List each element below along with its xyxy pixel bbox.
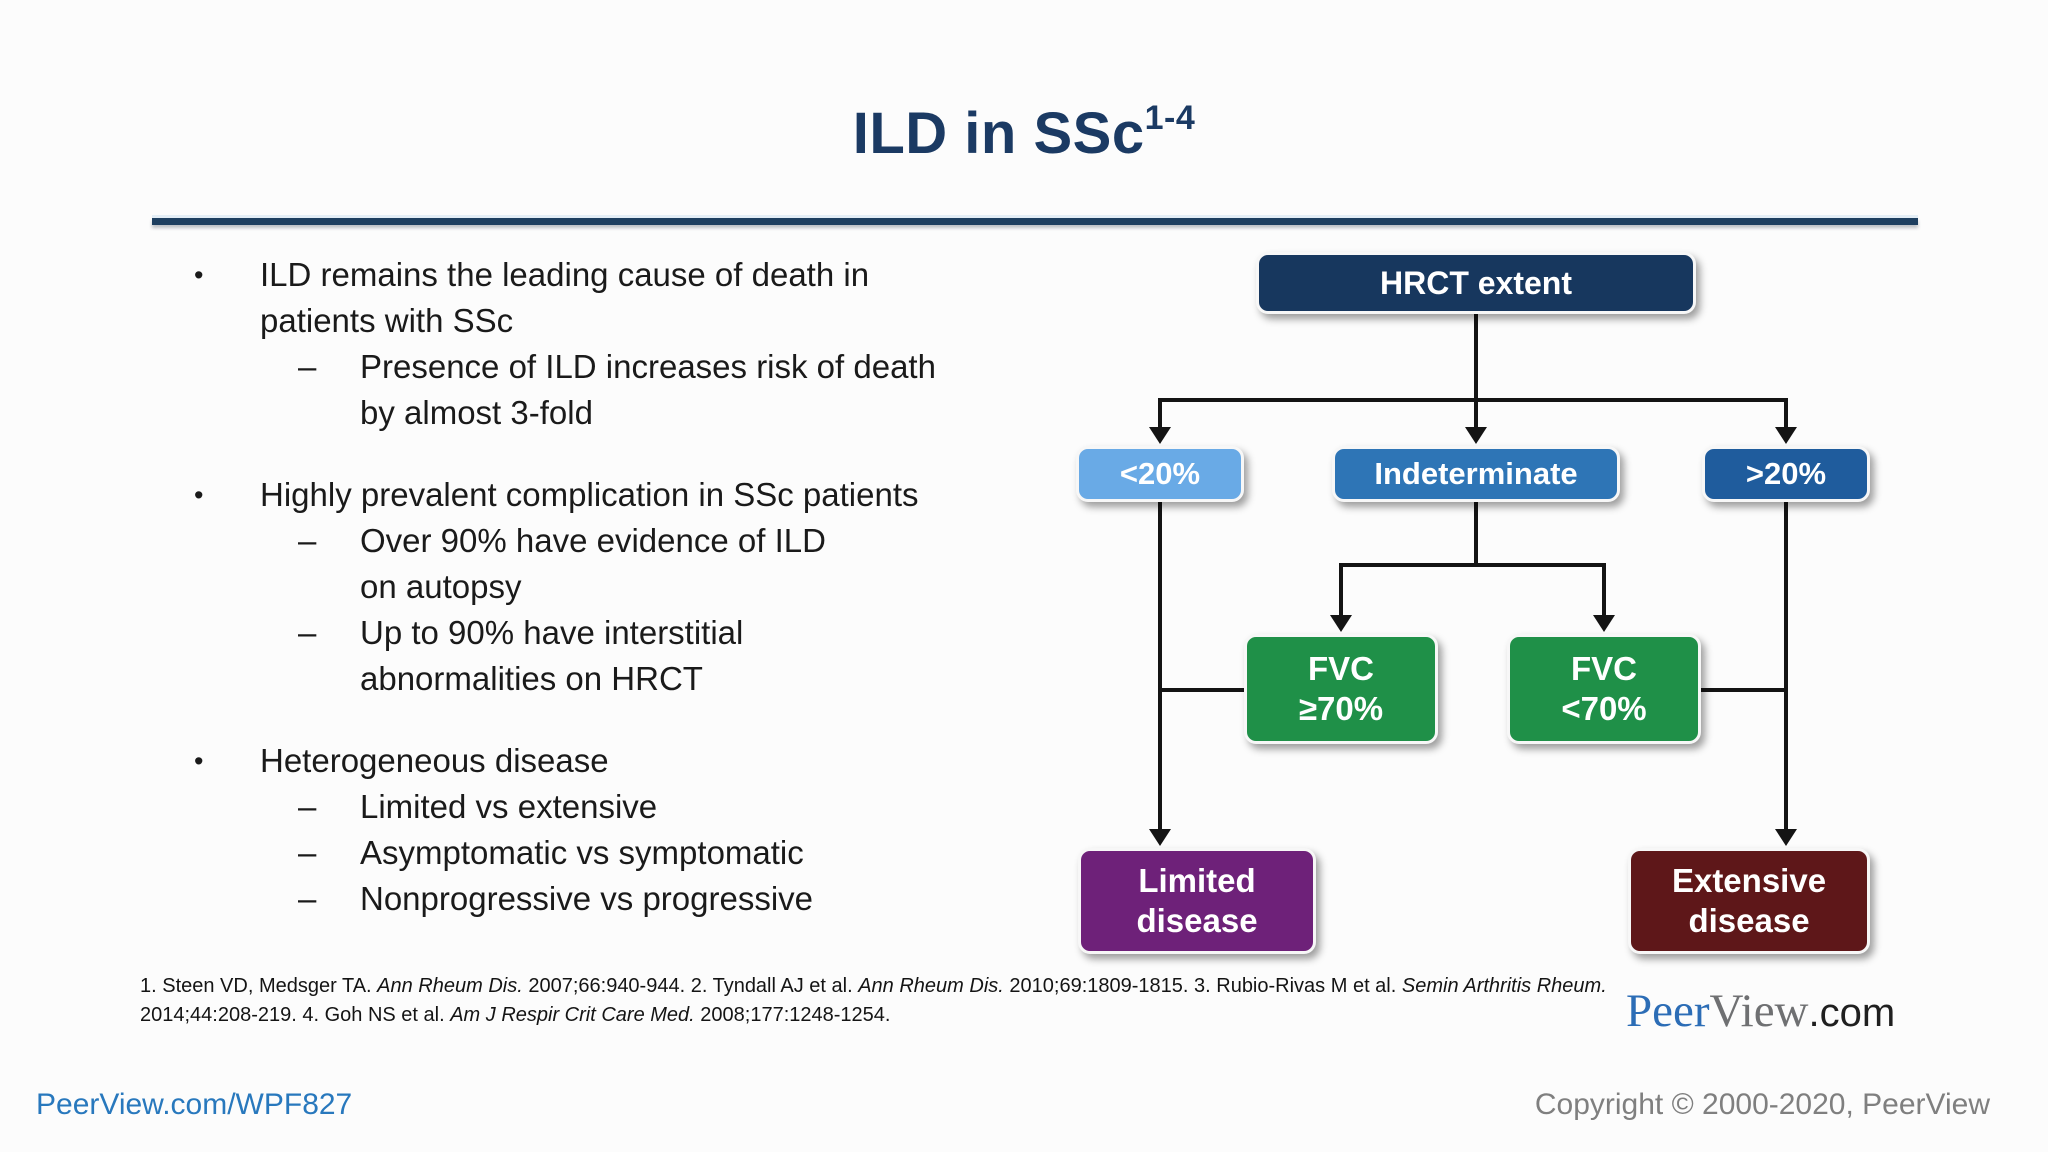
bullet-text: Heterogeneous disease (260, 742, 609, 779)
dash-marker: – (298, 788, 317, 825)
bullet-item: • Highly prevalent complication in SSc p… (194, 472, 1174, 518)
page-title-superscript: 1-4 (1144, 98, 1196, 137)
bullet-group: • Heterogeneous disease – Limited vs ext… (194, 738, 1174, 922)
page-title-text: ILD in SSc (852, 101, 1145, 166)
flowchart-node-extensive-disease: Extensive disease (1628, 848, 1870, 954)
sub-bullet-item: – Asymptomatic vs symptomatic (298, 830, 1174, 876)
bullet-text: Highly prevalent complication in SSc pat… (260, 476, 919, 513)
sub-bullet-item: – Nonprogressive vs progressive (298, 876, 1174, 922)
sub-bullet-text: Limited vs extensive (360, 788, 658, 825)
logo-com: .com (1808, 991, 1896, 1035)
page-title: ILD in SSc1-4 (0, 98, 2048, 167)
logo-view: View (1709, 985, 1809, 1037)
node-label-line1: Limited (1138, 862, 1256, 899)
logo-peer: Peer (1626, 985, 1710, 1037)
sub-bullet-item: – Over 90% have evidence of ILD on autop… (298, 518, 1174, 610)
node-label: HRCT extent (1379, 264, 1572, 301)
dash-marker: – (298, 348, 317, 385)
node-label-line1: Extensive (1671, 862, 1827, 899)
flowchart-node-hrct-extent: HRCT extent (1256, 252, 1696, 314)
node-label-line1: FVC (1308, 650, 1374, 687)
flowchart-node-fvc-lt70: FVC <70% (1507, 634, 1701, 744)
bullet-text: ILD remains the leading cause of death i… (260, 256, 870, 339)
node-label-line2: disease (1688, 902, 1810, 939)
flowchart-node-gt20: >20% (1702, 446, 1870, 502)
node-label-line2: <70% (1561, 690, 1647, 727)
bullet-item: • Heterogeneous disease (194, 738, 1174, 784)
node-label-line2: ≥70% (1298, 690, 1384, 727)
copyright-text: Copyright © 2000-2020, PeerView (1534, 1088, 1990, 1121)
flowchart-node-lt20: <20% (1076, 446, 1244, 502)
sub-bullet-text: Up to 90% have interstitial abnormalitie… (360, 614, 744, 697)
dash-marker: – (298, 880, 317, 917)
footer-url-link[interactable]: PeerView.com/WPF827 (36, 1088, 353, 1121)
bullet-marker: • (194, 480, 204, 510)
dash-marker: – (298, 834, 317, 871)
bullet-marker: • (194, 746, 204, 776)
bullet-marker: • (194, 260, 204, 290)
title-divider (152, 218, 1918, 225)
sub-bullet-item: – Up to 90% have interstitial abnormalit… (298, 610, 1174, 702)
bullet-group: • Highly prevalent complication in SSc p… (194, 472, 1174, 702)
node-label-line1: FVC (1571, 650, 1637, 687)
sub-bullet-item: – Limited vs extensive (298, 784, 1174, 830)
node-label: Indeterminate (1374, 456, 1578, 491)
node-label: <20% (1119, 456, 1201, 491)
bullet-group: • ILD remains the leading cause of death… (194, 252, 1174, 436)
sub-bullet-text: Presence of ILD increases risk of death … (360, 348, 936, 431)
bullet-item: • ILD remains the leading cause of death… (194, 252, 1174, 344)
sub-bullet-text: Nonprogressive vs progressive (360, 880, 814, 917)
sub-bullet-text: Over 90% have evidence of ILD on autopsy (360, 522, 826, 605)
sub-bullet-text: Asymptomatic vs symptomatic (360, 834, 804, 871)
bullet-list: • ILD remains the leading cause of death… (194, 252, 1174, 958)
node-label: >20% (1745, 456, 1827, 491)
dash-marker: – (298, 614, 317, 651)
flowchart-node-limited-disease: Limited disease (1078, 848, 1316, 954)
node-label-line2: disease (1136, 902, 1258, 939)
flowchart-node-fvc-ge70: FVC ≥70% (1244, 634, 1438, 744)
flowchart-node-indeterminate: Indeterminate (1332, 446, 1620, 502)
references: 1. Steen VD, Medsger TA. Ann Rheum Dis. … (140, 975, 1607, 1026)
dash-marker: – (298, 522, 317, 559)
sub-bullet-item: – Presence of ILD increases risk of deat… (298, 344, 1174, 436)
